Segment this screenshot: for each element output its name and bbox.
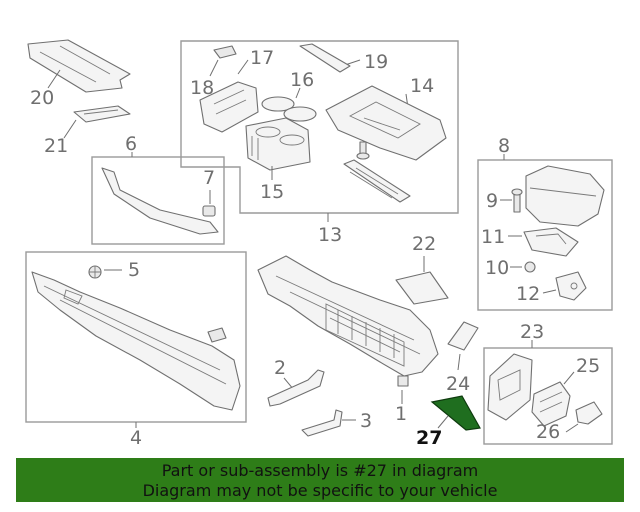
- callout-1[interactable]: 1: [395, 403, 407, 425]
- part-26-cover[interactable]: [575, 401, 603, 425]
- part-3-bracket[interactable]: [301, 409, 343, 437]
- banner-line-2: Diagram may not be specific to your vehi…: [143, 481, 498, 500]
- part-11-latch[interactable]: [523, 227, 579, 257]
- callout-7[interactable]: 7: [203, 167, 215, 189]
- part-24-pad[interactable]: [447, 321, 479, 351]
- group-box-8: [477, 159, 613, 311]
- callout-14[interactable]: 14: [410, 75, 434, 97]
- callout-26[interactable]: 26: [536, 421, 560, 443]
- callout-9[interactable]: 9: [486, 190, 498, 212]
- leader-20: [47, 69, 61, 89]
- callout-6[interactable]: 6: [125, 133, 137, 155]
- part-12-hinge[interactable]: [555, 271, 587, 301]
- part-6-trim-strip[interactable]: [101, 167, 219, 235]
- part-17-bracket[interactable]: [199, 81, 259, 133]
- group-box-23: [483, 347, 613, 445]
- part-20-mat[interactable]: [27, 39, 131, 93]
- callout-19[interactable]: 19: [364, 51, 388, 73]
- part-22-mat[interactable]: [395, 271, 449, 305]
- part-27-shape: [430, 395, 481, 431]
- part-13-pin[interactable]: [356, 141, 370, 160]
- callout-10[interactable]: 10: [485, 257, 509, 279]
- callout-18[interactable]: 18: [190, 77, 214, 99]
- part-16-cup-liner[interactable]: [261, 96, 317, 122]
- part-14-shifter-bezel[interactable]: [325, 85, 447, 161]
- leader-16: [295, 87, 301, 99]
- leader-12: [542, 289, 557, 294]
- callout-3[interactable]: 3: [360, 410, 372, 432]
- part-4-side-panel[interactable]: [31, 271, 241, 411]
- callout-8[interactable]: 8: [498, 135, 510, 157]
- part-10-bumper[interactable]: [524, 261, 536, 273]
- banner-line-1: Part or sub-assembly is #27 in diagram: [162, 461, 479, 480]
- leader-17: [237, 59, 249, 75]
- leader-26: [565, 423, 579, 433]
- part-23-panel[interactable]: [487, 353, 533, 421]
- callout-2[interactable]: 2: [274, 357, 286, 379]
- callout-23[interactable]: 23: [520, 321, 544, 343]
- part-15-cup-holder[interactable]: [245, 117, 311, 171]
- part-1-console-body[interactable]: [257, 255, 439, 387]
- callout-20[interactable]: 20: [30, 87, 54, 109]
- callout-21[interactable]: 21: [44, 135, 68, 157]
- callout-17[interactable]: 17: [250, 47, 274, 69]
- part-21-pad[interactable]: [73, 105, 131, 123]
- part-13-grille[interactable]: [343, 159, 411, 203]
- info-banner: [16, 458, 624, 502]
- leader-25: [563, 371, 575, 385]
- callout-27[interactable]: 27: [416, 427, 442, 449]
- part-7-clip[interactable]: [202, 205, 216, 217]
- leader-18: [209, 59, 219, 77]
- leader-24: [457, 353, 461, 371]
- part-5-screw[interactable]: [88, 265, 102, 279]
- group-box-13: [180, 40, 459, 214]
- leader-21: [63, 119, 77, 139]
- leader-27: [437, 415, 449, 429]
- part-8-armrest-lid[interactable]: [525, 165, 605, 227]
- part-25-switch[interactable]: [531, 381, 571, 427]
- part-2-bracket[interactable]: [267, 369, 325, 407]
- callout-24[interactable]: 24: [446, 373, 470, 395]
- callout-5[interactable]: 5: [128, 259, 140, 281]
- group-box-6: [91, 156, 225, 245]
- part-27-highlighted[interactable]: [430, 395, 481, 431]
- part-18-clip[interactable]: [213, 45, 237, 59]
- callout-11[interactable]: 11: [481, 226, 505, 248]
- callout-16[interactable]: 16: [290, 69, 314, 91]
- part-9-screw[interactable]: [511, 188, 523, 213]
- callout-12[interactable]: 12: [516, 283, 540, 305]
- callout-13[interactable]: 13: [318, 224, 342, 246]
- callout-4[interactable]: 4: [130, 427, 142, 449]
- callout-25[interactable]: 25: [576, 355, 600, 377]
- callout-15[interactable]: 15: [260, 181, 284, 203]
- callout-22[interactable]: 22: [412, 233, 436, 255]
- part-19-trim[interactable]: [299, 43, 351, 73]
